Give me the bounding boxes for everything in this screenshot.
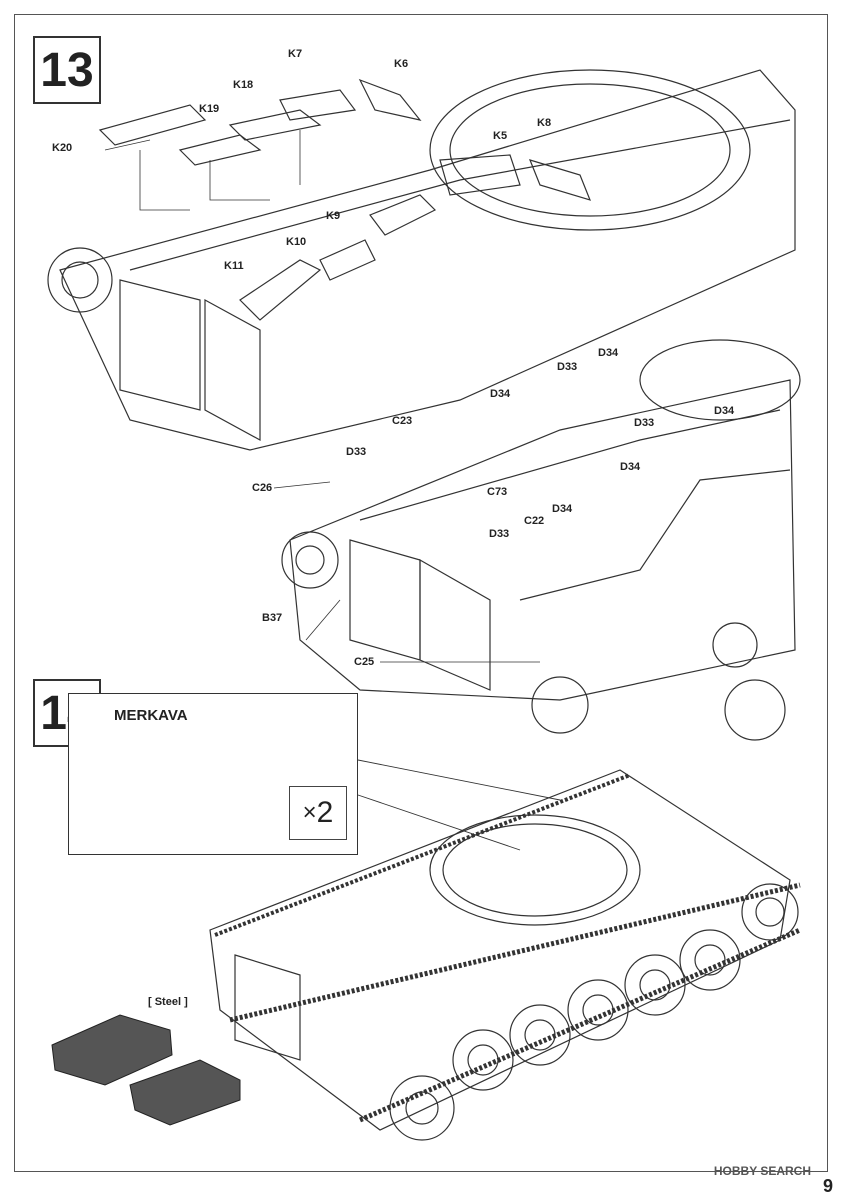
part-label-k10: K10: [286, 236, 307, 248]
part-label-k8: K8: [537, 117, 552, 129]
part-label-k7: K7: [288, 48, 303, 60]
part-label-k11: K11: [224, 260, 244, 272]
part-label-c23: C23: [392, 415, 413, 427]
part-label-k19: K19: [199, 103, 220, 115]
multiply-icon: ×: [302, 799, 317, 826]
part-label-k18: K18: [233, 79, 254, 91]
part-label-d34: D34: [620, 461, 641, 473]
footer-watermark: HOBBY SEARCH: [714, 1164, 811, 1178]
part-label-d33: D33: [634, 417, 655, 429]
part-label-c73: C73: [487, 486, 508, 498]
step-13-number: 13: [33, 36, 101, 104]
quantity-value: 2: [316, 796, 334, 829]
part-label-d34: D34: [714, 405, 735, 417]
step-14-detail-panel: MERKAVA ×2: [68, 693, 358, 855]
quantity-box: ×2: [289, 786, 347, 840]
part-label-c25: C25: [354, 656, 375, 668]
part-label-c26: C26: [252, 482, 273, 494]
part-label-k20: K20: [52, 142, 73, 154]
page-frame: [14, 14, 828, 1172]
part-label-c22: C22: [524, 515, 545, 527]
steel-label: [ Steel ]: [148, 996, 188, 1008]
part-label-d34: D34: [490, 388, 511, 400]
merkava-label: MERKAVA: [114, 707, 188, 724]
watermark-text: HOBBY SEARCH: [713, 1164, 811, 1178]
part-label-d33: D33: [346, 446, 367, 458]
page-number: 9: [822, 1176, 833, 1196]
part-label-d34: D34: [598, 347, 619, 359]
part-label-k6: K6: [394, 58, 409, 70]
part-label-d33: D33: [489, 528, 510, 540]
part-label-b37: B37: [262, 612, 283, 624]
part-label-d34: D34: [552, 503, 573, 515]
part-label-d33: D33: [557, 361, 578, 373]
part-label-k9: K9: [326, 210, 341, 222]
part-label-k5: K5: [493, 130, 508, 142]
